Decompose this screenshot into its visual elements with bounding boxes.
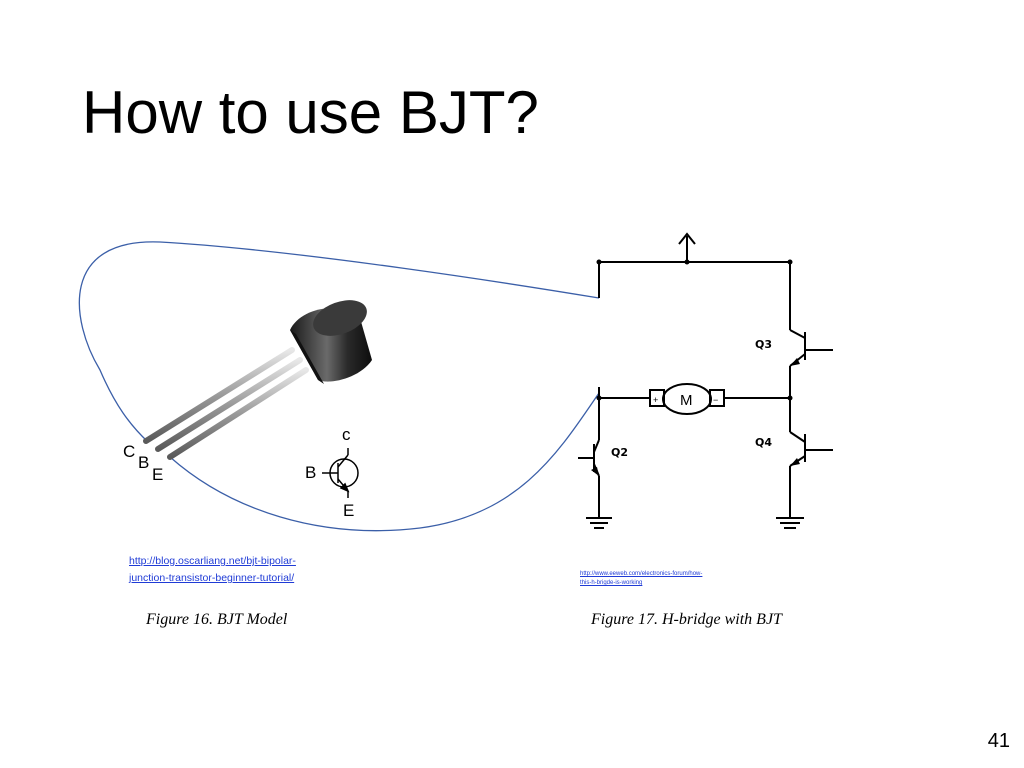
q4-label: Q4: [755, 436, 772, 449]
figure16-link-line1[interactable]: http://blog.oscarliang.net/bjt-bipolar-: [129, 555, 296, 567]
figure17-source-link[interactable]: http://www.eeweb.com/electronics-forum/h…: [580, 570, 702, 588]
h-bridge-circuit: [578, 232, 833, 529]
slide-title: How to use BJT?: [82, 79, 539, 146]
page-number: 41: [987, 730, 1010, 752]
figure16-caption: Figure 16. BJT Model: [146, 611, 288, 628]
connector-curve: [78, 241, 600, 532]
pin-label-e: E: [152, 465, 163, 484]
symbol-label-c: c: [342, 425, 351, 444]
figure17-link-line1[interactable]: http://www.eeweb.com/electronics-forum/h…: [580, 571, 703, 577]
q2-label: Q2: [611, 446, 628, 459]
pin-label-c: C: [123, 442, 135, 461]
motor-label: M: [680, 392, 693, 409]
circuit-junctions: [591, 259, 800, 476]
motor-plus-label: +: [653, 395, 658, 405]
figure17-caption: Figure 17. H-bridge with BJT: [591, 611, 782, 628]
figure16-link-line2[interactable]: junction-transistor-beginner-tutorial/: [129, 572, 295, 584]
bjt-symbol: [322, 448, 359, 498]
pin-label-b: B: [138, 453, 149, 472]
symbol-label-e: E: [343, 501, 354, 520]
motor-minus-label: −: [713, 395, 718, 405]
figure17-link-line2[interactable]: this-h-brigde-is-working: [580, 580, 643, 586]
bjt-transistor-model: [143, 300, 372, 460]
q3-label: Q3: [755, 338, 772, 351]
symbol-label-b: B: [305, 463, 316, 482]
figure16-source-link[interactable]: http://blog.oscarliang.net/bjt-bipolar- …: [129, 553, 296, 587]
